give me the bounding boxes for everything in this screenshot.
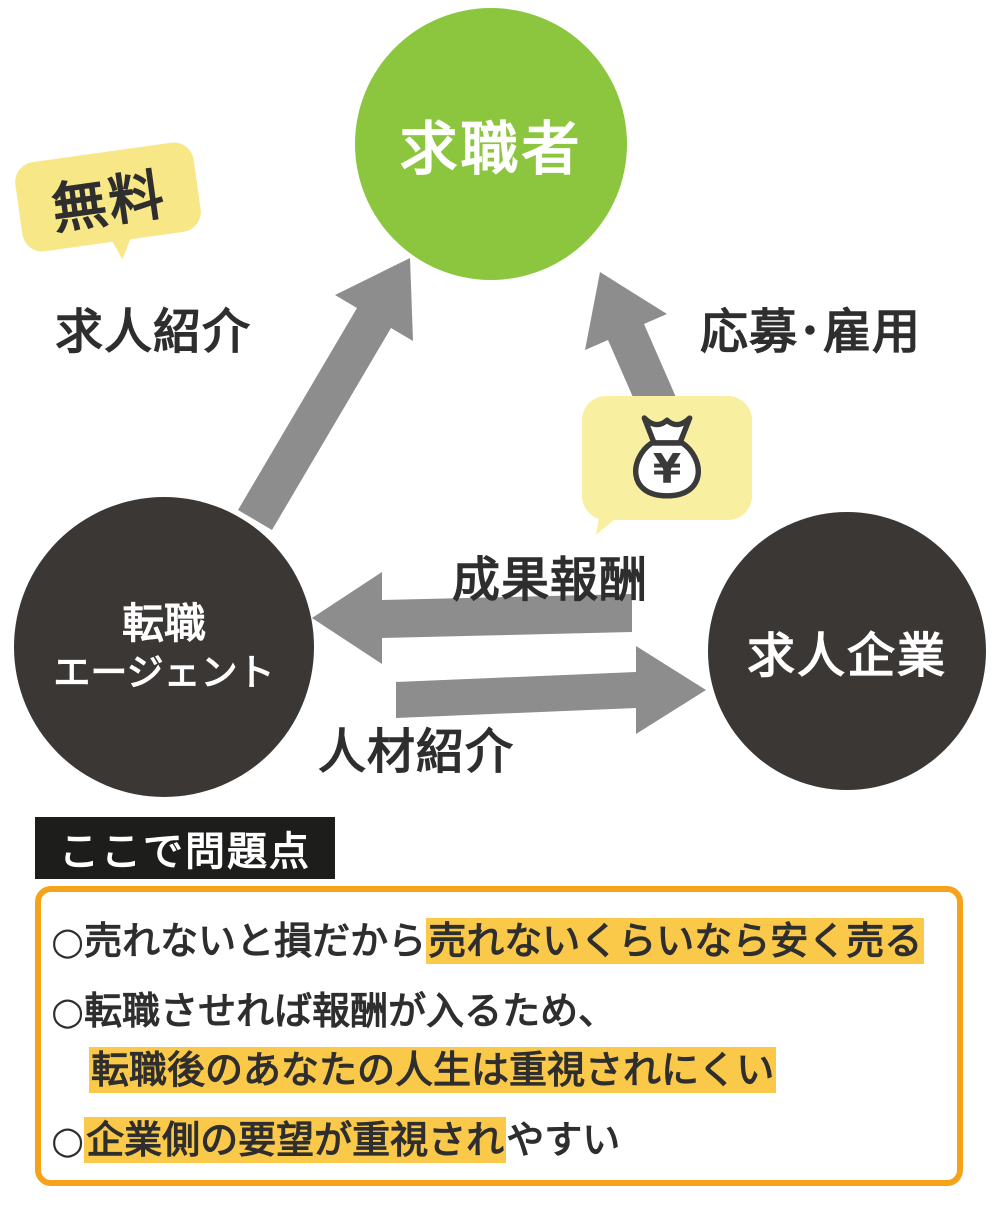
free-label: 無料 <box>47 162 170 242</box>
problem-item-3: ○企業側の要望が重視されやすい <box>51 1117 949 1164</box>
node-job-seeker: 求職者 <box>355 8 627 280</box>
problem-item-1: ○売れないと損だから売れないくらいなら安く売る <box>51 918 949 964</box>
node-job-seeker-label: 求職者 <box>399 115 583 183</box>
problem-item-2: ○転職させれば報酬が入るため、 転職後のあなたの人生は重視されにくい <box>51 988 949 1093</box>
item1-plain: 売れないと損だから <box>84 919 427 963</box>
node-agent: 転職 エージェント <box>14 497 314 797</box>
bullet-circle-icon: ○ <box>51 989 85 1034</box>
arrow-performance-fee-left <box>312 572 632 664</box>
item2-line1: 転職させれば報酬が入るため、 <box>84 989 617 1034</box>
edge-label-talent-intro: 人材紹介 <box>318 724 515 780</box>
item3-plain: やすい <box>506 1118 621 1163</box>
arrow-agent-to-jobseeker <box>238 258 413 530</box>
edge-label-job-intro: 求人紹介 <box>55 304 252 360</box>
node-agent-label-line1: 転職 <box>121 598 206 648</box>
item3-highlight: 企業側の要望が重視され <box>84 1117 507 1164</box>
item2-line1-wrap: ○転職させれば報酬が入るため、 <box>51 988 949 1034</box>
edge-label-apply-employ: 応募･雇用 <box>700 304 922 360</box>
node-company: 求人企業 <box>708 512 986 790</box>
problem-header-badge: ここで問題点 <box>35 817 335 879</box>
edge-label-performance-fee: 成果報酬 <box>452 552 649 608</box>
problem-header-label: ここで問題点 <box>59 829 311 875</box>
node-agent-label-line2: エージェント <box>53 651 275 695</box>
item2-line2-wrap: 転職後のあなたの人生は重視されにくい <box>89 1046 949 1093</box>
money-bag-bubble: ¥ <box>582 396 752 520</box>
problem-box: ○売れないと損だから売れないくらいなら安く売る ○転職させれば報酬が入るため、 … <box>35 886 963 1186</box>
bullet-circle-icon: ○ <box>51 919 85 963</box>
arrow-talent-intro-right <box>396 646 706 734</box>
yen-symbol: ¥ <box>653 445 682 493</box>
item2-line2-highlight: 転職後のあなたの人生は重視されにくい <box>89 1046 777 1093</box>
item1-highlight: 売れないくらいなら安く売る <box>426 918 925 964</box>
money-bag-icon: ¥ <box>633 415 701 499</box>
node-company-label: 求人企業 <box>746 628 947 684</box>
bullet-circle-icon: ○ <box>51 1118 85 1163</box>
